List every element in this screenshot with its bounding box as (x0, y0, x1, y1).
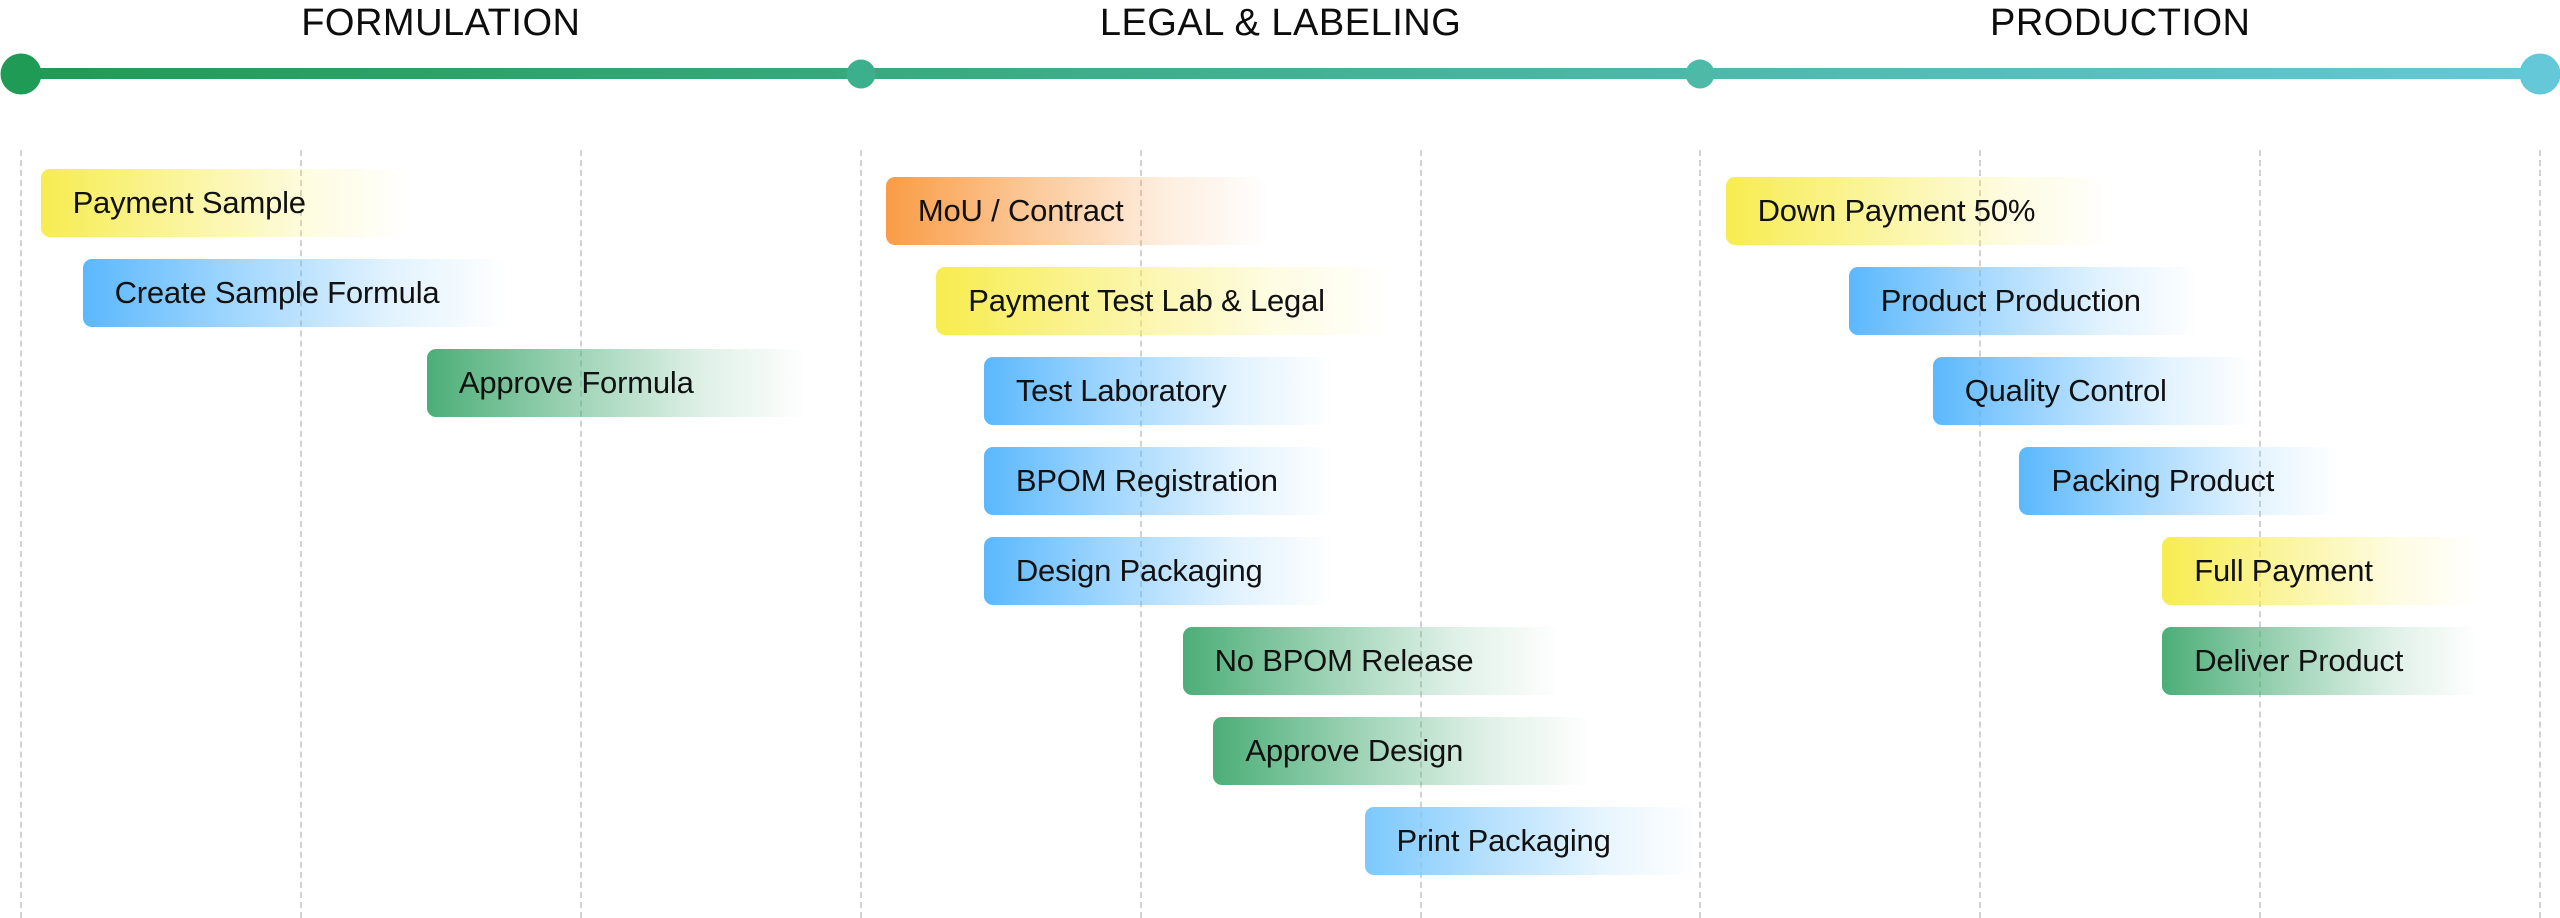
task-bar-print-packaging[interactable]: Print Packaging (1364, 807, 1698, 875)
task-bar-approve-design[interactable]: Approve Design (1213, 717, 1592, 785)
task-bar-product-production[interactable]: Product Production (1848, 267, 2199, 335)
task-label: Packing Product (2051, 463, 2275, 498)
gridline (2539, 150, 2542, 918)
gridline (299, 150, 302, 918)
gridline (2259, 150, 2262, 918)
task-label: Create Sample Formula (114, 275, 440, 310)
task-bar-bpom-registration[interactable]: BPOM Registration (983, 447, 1334, 515)
gridline (1139, 150, 1142, 918)
gridline (1699, 150, 1702, 918)
task-label: Deliver Product (2194, 643, 2404, 678)
task-bar-create-sample-formula[interactable]: Create Sample Formula (82, 259, 508, 327)
task-bar-down-payment-50[interactable]: Down Payment 50% (1725, 177, 2115, 245)
gridline (1979, 150, 1982, 918)
milestone-dot (2519, 53, 2560, 95)
task-bar-payment-sample[interactable]: Payment Sample (40, 169, 411, 237)
task-label: Quality Control (1964, 373, 2167, 408)
phase-title-production: PRODUCTION (1990, 2, 2251, 44)
task-bar-mou-contract[interactable]: MoU / Contract (885, 177, 1270, 245)
task-bar-full-payment[interactable]: Full Payment (2162, 537, 2479, 605)
gridline (20, 150, 22, 918)
task-label: MoU / Contract (917, 193, 1124, 228)
milestone-dot (1685, 59, 1715, 89)
task-label: Payment Sample (72, 185, 306, 220)
gridline (1419, 150, 1422, 918)
task-bar-design-packaging[interactable]: Design Packaging (983, 537, 1334, 605)
gridline (859, 150, 862, 918)
task-bar-packing-product[interactable]: Packing Product (2019, 447, 2339, 515)
task-bar-quality-control[interactable]: Quality Control (1932, 357, 2255, 425)
gridline (579, 150, 582, 918)
milestone-dot (846, 59, 876, 89)
task-label: Payment Test Lab & Legal (968, 283, 1325, 318)
task-label: Test Laboratory (1015, 373, 1227, 408)
task-label: Print Packaging (1396, 823, 1611, 858)
task-label: Design Packaging (1015, 553, 1263, 588)
task-bar-no-bpom-release[interactable]: No BPOM Release (1182, 627, 1561, 695)
task-bar-approve-formula[interactable]: Approve Formula (426, 349, 808, 417)
phase-title-legal-labeling: LEGAL & LABELING (1099, 2, 1462, 44)
milestone-dot (0, 53, 42, 95)
task-label: Approve Design (1245, 733, 1464, 768)
task-label: Approve Formula (458, 365, 694, 400)
task-label: Down Payment 50% (1757, 193, 2036, 228)
task-label: Product Production (1880, 283, 2141, 318)
timeline-line (20, 68, 2540, 79)
task-bar-deliver-product[interactable]: Deliver Product (2162, 627, 2479, 695)
task-bar-test-laboratory[interactable]: Test Laboratory (983, 357, 1334, 425)
task-bar-payment-test-lab-legal[interactable]: Payment Test Lab & Legal (936, 267, 1393, 335)
task-label: No BPOM Release (1214, 643, 1474, 678)
phase-title-formulation: FORMULATION (301, 2, 581, 44)
task-label: Full Payment (2194, 553, 2373, 588)
task-label: BPOM Registration (1015, 463, 1278, 498)
